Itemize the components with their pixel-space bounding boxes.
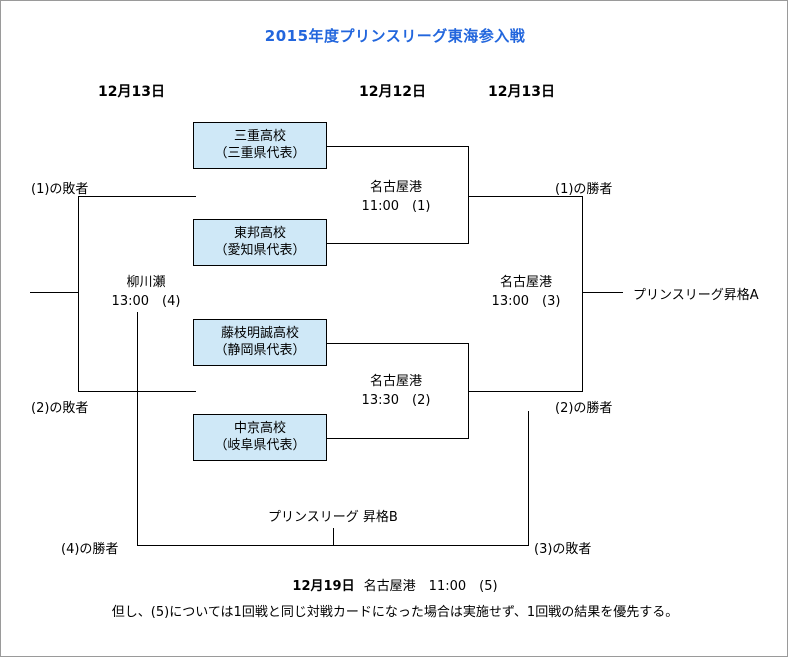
bracket-line-l3-down: [528, 411, 529, 546]
match-venue: 名古屋港: [369, 180, 422, 195]
promotion-a-label: プリンスリーグ昇格A: [633, 288, 759, 303]
match-1: 名古屋港 11:00 (1): [331, 179, 461, 217]
page-title: 2015年度プリンスリーグ東海参入戦: [264, 27, 526, 45]
team-box-chukyo[interactable]: 中京高校 （岐阜県代表）: [193, 414, 327, 461]
match-time: 13:00 (3): [491, 293, 561, 309]
team-pref: （静岡県代表）: [214, 342, 306, 358]
bracket-line-w1-to-m3: [468, 196, 583, 197]
loser-3-label: (3)の敗者: [534, 542, 592, 557]
bracket-line-fujieda-to-m2: [327, 343, 469, 344]
match-venue: 名古屋港: [499, 275, 552, 290]
team-box-fujieda-meisei[interactable]: 藤枝明誠高校 （静岡県代表）: [193, 319, 327, 366]
team-pref: （三重県代表）: [214, 145, 306, 161]
bracket-join-m3: [582, 196, 583, 392]
date-header-left: 12月13日: [98, 84, 165, 100]
match-venue: 柳川瀬: [126, 275, 166, 290]
date-header-right: 12月13日: [488, 84, 555, 100]
bracket-line-mie-to-m1: [327, 146, 469, 147]
bracket-line-toho-to-m1: [327, 243, 469, 244]
match-venue: 名古屋港: [369, 374, 422, 389]
team-box-mie[interactable]: 三重高校 （三重県代表）: [193, 122, 327, 169]
date-header-center: 12月12日: [359, 84, 426, 100]
match-4: 柳川瀬 13:00 (4): [86, 274, 206, 312]
final-detail: 名古屋港 11:00 (5): [363, 579, 498, 594]
bracket-join-m4: [78, 196, 79, 392]
match-time: 11:00 (1): [361, 198, 431, 214]
bracket-line-w2-to-m3: [468, 391, 583, 392]
team-name: 三重高校: [233, 129, 286, 145]
match-3: 名古屋港 13:00 (3): [471, 274, 581, 312]
bracket-line-w4-down: [137, 312, 138, 546]
winner-4-label: (4)の勝者: [61, 542, 119, 557]
bracket-line-l1-to-m4: [78, 196, 196, 197]
team-pref: （愛知県代表）: [214, 242, 306, 258]
footer-note: 但し、(5)については1回戦と同じ対戦カードになった場合は実施せず、1回戦の結果…: [111, 605, 679, 620]
loser-2-label: (2)の敗者: [31, 401, 89, 416]
bracket-line-chukyo-to-m2: [327, 438, 469, 439]
match-2: 名古屋港 13:30 (2): [331, 373, 461, 411]
match-time: 13:00 (4): [111, 293, 181, 309]
winner-2-label: (2)の勝者: [555, 401, 613, 416]
final-date: 12月19日: [292, 579, 355, 594]
bracket-line-m3-to-promote-a: [582, 292, 623, 293]
team-box-toho[interactable]: 東邦高校 （愛知県代表）: [193, 219, 327, 266]
team-name: 藤枝明誠高校: [220, 326, 299, 342]
team-name: 東邦高校: [233, 226, 286, 242]
team-name: 中京高校: [233, 421, 286, 437]
final-match-line: 12月19日 名古屋港 11:00 (5): [1, 575, 787, 594]
bracket-join-m1: [468, 146, 469, 244]
match-time: 13:30 (2): [361, 392, 431, 408]
bracket-line-m4-out: [30, 292, 79, 293]
bracket-line-promote-b-stub: [333, 528, 334, 546]
winner-1-label: (1)の勝者: [555, 182, 613, 197]
loser-1-label: (1)の敗者: [31, 182, 89, 197]
team-pref: （岐阜県代表）: [214, 437, 306, 453]
promotion-b-label: プリンスリーグ 昇格B: [268, 510, 398, 525]
